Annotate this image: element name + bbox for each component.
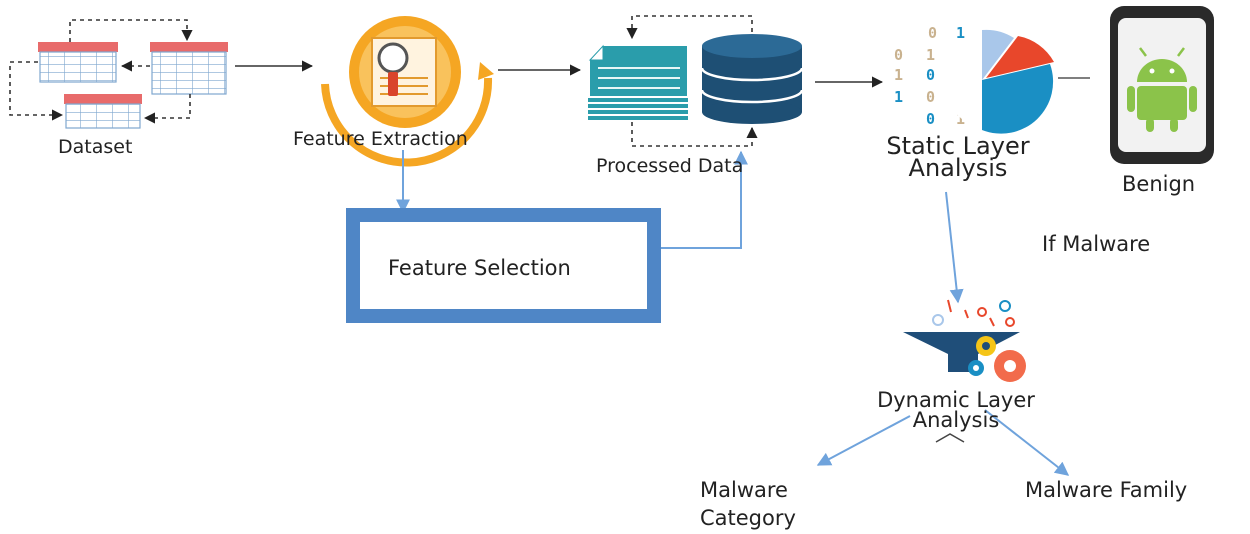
dataset-table-1-icon	[38, 42, 118, 83]
malware-category-label-line1: Malware	[700, 478, 788, 502]
binary-digit: 0	[894, 46, 903, 64]
arrow-static-to-dynamic	[945, 191, 964, 304]
dynamic-layer-label-line2: Analysis	[912, 408, 1000, 432]
android-phone-icon	[1110, 6, 1214, 164]
dataset-label: Dataset	[58, 136, 133, 158]
dataset-dashed-loop-left	[9, 61, 64, 121]
static-layer-label-line2: Analysis	[908, 154, 1008, 182]
dynamic-caret-mark	[935, 433, 965, 443]
feature-selection-label: Feature Selection	[388, 256, 571, 280]
malware-category-label-line2: Category	[700, 506, 796, 530]
malware-family-label: Malware Family	[1025, 478, 1188, 502]
funnel-gears-icon	[903, 299, 1026, 382]
dynamic-layer-analysis-label: Dynamic Layer Analysis	[850, 388, 1062, 432]
binary-digit: 1	[926, 46, 935, 64]
benign-label: Benign	[1122, 172, 1196, 196]
dataset-dashed-loop-top	[69, 19, 193, 42]
malware-category-label: Malware Category	[700, 476, 796, 532]
arrow-dynamic-to-category	[816, 415, 911, 466]
if-malware-label: If Malware	[1042, 232, 1151, 256]
database-icon	[700, 34, 804, 124]
feature-extraction-icon	[321, 16, 494, 167]
binary-digit: 0	[928, 24, 937, 42]
processed-dashed-loop-top	[626, 15, 753, 40]
dataset-tables-icon	[9, 19, 228, 129]
static-layer-label-line1: Static Layer	[886, 132, 1030, 160]
arrow-selection-to-processed	[661, 150, 748, 249]
dataset-dashed-loop-right	[143, 94, 191, 124]
dataset-table-3-icon	[64, 94, 142, 129]
binary-digit: 1	[956, 24, 965, 42]
feature-extraction-label: Feature Extraction	[293, 128, 468, 150]
binary-digit: 0	[926, 110, 935, 128]
feature-selection-box	[346, 208, 661, 323]
binary-digit: 0	[926, 66, 935, 84]
binary-digit: 0	[926, 88, 935, 106]
binary-digit: 1	[894, 88, 903, 106]
dynamic-layer-label-line1: Dynamic Layer	[877, 388, 1035, 412]
arrow-dynamic-to-family	[984, 409, 1070, 476]
processed-documents-icon	[588, 44, 688, 120]
processed-dashed-loop-bottom	[631, 122, 758, 147]
binary-digit: 1	[956, 110, 965, 128]
dataset-table-2-icon	[150, 42, 228, 95]
processed-data-label: Processed Data	[596, 155, 744, 177]
android-robot-icon	[1127, 47, 1197, 132]
binary-digit: 1	[894, 66, 903, 84]
static-layer-analysis-label: Static Layer Analysis	[878, 132, 1038, 182]
pie-chart-icon	[944, 29, 1054, 134]
